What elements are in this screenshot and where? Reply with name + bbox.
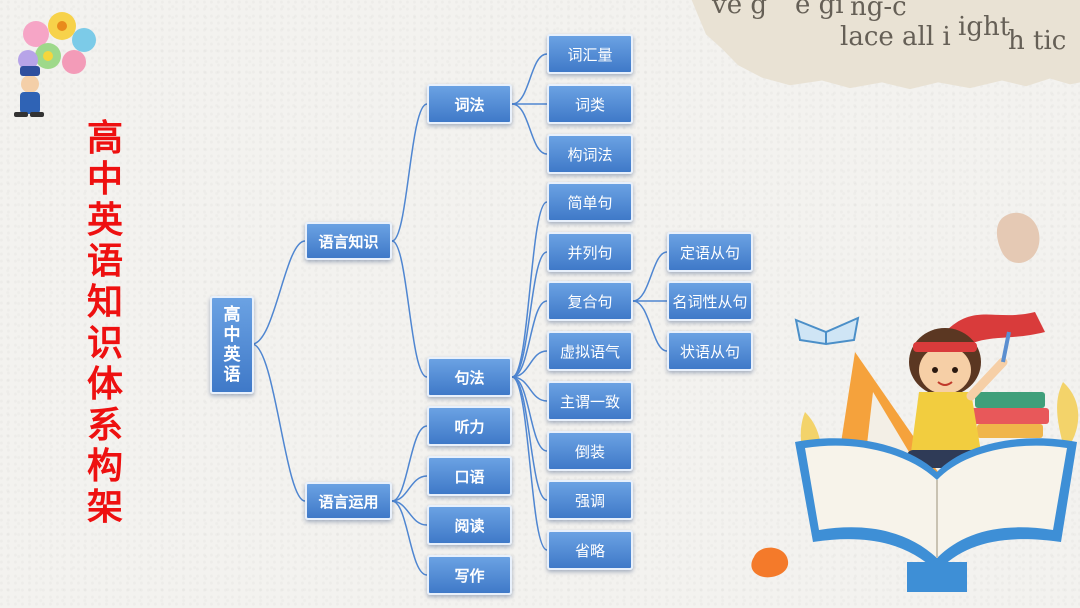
orange-blob-icon [751, 547, 789, 578]
node-vocabulary: 词汇量 [547, 34, 633, 74]
flower-bouquet-icon [14, 12, 96, 117]
node-subjunctive-mood: 虚拟语气 [547, 331, 633, 371]
newspaper-text: ve g [712, 0, 767, 20]
node-root: 高中英语 [210, 296, 254, 394]
node-noun-clause: 名词性从句 [667, 281, 753, 321]
node-compound-sentence: 并列句 [547, 232, 633, 272]
newspaper-text: ng-c [850, 0, 907, 22]
connector-root-usage [251, 343, 306, 502]
page-title: 高中英语知识体系构架 [86, 118, 123, 528]
node-listening: 听力 [427, 406, 512, 446]
node-attributive-clause: 定语从句 [667, 232, 753, 272]
node-adverbial-clause: 状语从句 [667, 331, 753, 371]
newspaper-text: all i [902, 22, 951, 52]
connector-knowledge-syntax [391, 240, 428, 378]
node-ellipsis: 省略 [547, 530, 633, 570]
connector-root-knowledge [251, 240, 306, 345]
node-word-formation: 构词法 [547, 134, 633, 174]
node-emphasis: 强调 [547, 480, 633, 520]
newspaper-text: h tic [1008, 26, 1067, 56]
node-lexicon: 词法 [427, 84, 512, 124]
node-syntax: 句法 [427, 357, 512, 397]
newspaper-text: ight [958, 12, 1011, 42]
node-complex-sentence: 复合句 [547, 281, 633, 321]
node-inversion: 倒装 [547, 431, 633, 471]
newspaper-text: e gi [795, 0, 844, 20]
torn-newspaper-decoration: ve g e gi lace all i ng-c ight h tic [690, 0, 1080, 90]
beige-blob-icon [996, 212, 1040, 263]
node-simple-sentence: 简单句 [547, 182, 633, 222]
connector-knowledge-lexicon [391, 103, 428, 242]
girl-reading-book-icon [795, 312, 1079, 592]
newspaper-text: lace [840, 22, 894, 52]
node-subject-verb-agreement: 主谓一致 [547, 381, 633, 421]
node-parts-of-speech: 词类 [547, 84, 633, 124]
node-language-usage: 语言运用 [305, 482, 392, 520]
node-writing: 写作 [427, 555, 512, 595]
flying-book-icon [794, 316, 860, 346]
node-language-knowledge: 语言知识 [305, 222, 392, 260]
node-speaking: 口语 [427, 456, 512, 496]
node-reading: 阅读 [427, 505, 512, 545]
